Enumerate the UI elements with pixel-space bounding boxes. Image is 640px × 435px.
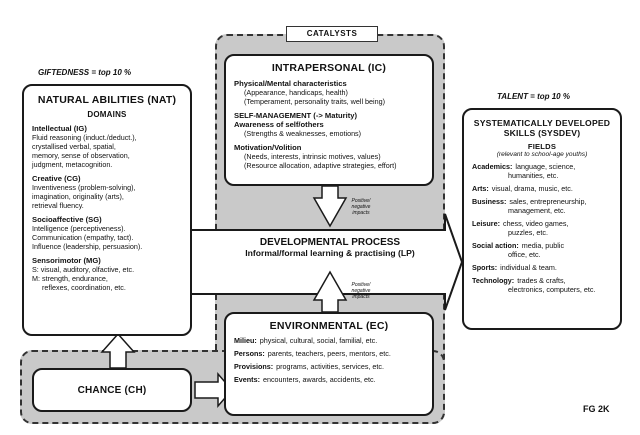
fg-logo: FG 2K [583, 404, 610, 414]
sysdev-item-label: Leisure: [472, 219, 500, 228]
nat-section-heading: Creative (CG) [32, 174, 81, 183]
sysdev-item: Sports:individual & team. [472, 263, 612, 272]
sysdev-item-label: Arts: [472, 184, 489, 193]
sysdev-title-1: SYSTEMATICALLY DEVELOPED [473, 118, 611, 128]
intrapersonal-box: INTRAPERSONAL (IC) Physical/Mental chara… [224, 54, 434, 186]
sysdev-item-label: Social action: [472, 241, 519, 250]
nat-section-line: Intelligence (perceptiveness). [32, 224, 126, 233]
developmental-process-arrow [189, 213, 464, 311]
ec-impacts-arrow [312, 270, 348, 313]
sysdev-item-text: visual, drama, music, etc. [491, 184, 573, 193]
sysdev-item-label: Academics: [472, 162, 513, 171]
sysdev-item-text: chess, video games, [502, 219, 569, 228]
ic-section-heading: Motivation/Volition [234, 143, 302, 152]
sysdev-item-cont: puzzles, etc. [508, 228, 548, 237]
talent-label: TALENT = top 10 % [497, 92, 570, 101]
ec-item: Persons:parents, teachers, peers, mentor… [234, 349, 424, 358]
sysdev-items: Academics:language, science,humanities, … [472, 162, 612, 294]
sysdev-item-cont: office, etc. [508, 250, 541, 259]
ic-sections: Physical/Mental characteristics(Appearan… [234, 79, 424, 170]
sysdev-item-text: sales, entrepreneurship, [509, 197, 587, 206]
nat-section-line: imagination, originality (arts), [32, 192, 124, 201]
nat-section-line: Fluid reasoning (induct./deduct.), [32, 133, 137, 142]
sysdev-item-text: language, science, [515, 162, 576, 171]
sysdev-item: Academics:language, science, [472, 162, 612, 171]
chance-to-nat-arrow [100, 332, 136, 369]
sysdev-fields-label: FIELDS [527, 142, 557, 151]
catalysts-label: CATALYSTS [286, 26, 378, 42]
ic-section-heading: SELF-MANAGEMENT (-> Maturity) [234, 111, 357, 120]
ec-item: Events:encounters, awards, accidents, et… [234, 375, 424, 384]
environmental-box: ENVIRONMENTAL (EC) Milieu:physical, cult… [224, 312, 434, 416]
chance-title: CHANCE (CH) [77, 385, 147, 396]
nat-section-line: judgment, metacognition. [32, 160, 113, 169]
sysdev-item: Technology:trades & crafts, [472, 276, 612, 285]
ec-item-label: Provisions: [234, 362, 274, 371]
sysdev-item: Business:sales, entrepreneurship, [472, 197, 612, 206]
ec-item-text: encounters, awards, accidents, etc. [262, 375, 376, 384]
nat-section-line: Influence (leadership, persuasion). [32, 242, 143, 251]
ec-item-label: Events: [234, 375, 260, 384]
ic-section-line: (Strengths & weaknesses, emotions) [244, 129, 362, 138]
sysdev-box: SYSTEMATICALLY DEVELOPED SKILLS (SYSDEV)… [462, 108, 622, 330]
nat-section-heading: Socioaffective (SG) [32, 215, 102, 224]
nat-section-heading: Intellectual (IG) [32, 124, 87, 133]
nat-section-heading: Sensorimotor (MG) [32, 256, 101, 265]
nat-section-line: retrieval fluency. [32, 201, 84, 210]
nat-section-line: memory, sense of observation, [32, 151, 130, 160]
nat-section-line: S: visual, auditory, olfactive, etc. [32, 265, 135, 274]
nat-title: NATURAL ABILITIES (NAT) [37, 94, 177, 106]
nat-section-line: crystallised verbal, spatial, [32, 142, 116, 151]
giftedness-label: GIFTEDNESS = top 10 % [38, 68, 132, 77]
natural-abilities-box: NATURAL ABILITIES (NAT) DOMAINS Intellec… [22, 84, 192, 336]
ic-impacts-label: Positive/ negative impacts [351, 198, 371, 216]
ec-item-label: Milieu: [234, 336, 257, 345]
sysdev-item-label: Business: [472, 197, 507, 206]
nat-section-line: M: strength, endurance, [32, 274, 108, 283]
sysdev-fields-note: (relevant to school-age youths) [496, 151, 588, 158]
ic-impacts-arrow [312, 185, 348, 228]
lp-subtitle: Informal/formal learning & practising (L… [245, 248, 415, 258]
ic-section-heading: Awareness of self/others [234, 120, 324, 129]
chance-box: CHANCE (CH) [32, 368, 192, 412]
sysdev-item-text: individual & team. [500, 263, 557, 272]
sysdev-item: Arts:visual, drama, music, etc. [472, 184, 612, 193]
sysdev-item-text: media, public [521, 241, 565, 250]
sysdev-item-cont: management, etc. [508, 206, 566, 215]
sysdev-title-2: SKILLS (SYSDEV) [503, 128, 581, 138]
ec-item: Provisions:programs, activities, service… [234, 362, 424, 371]
sysdev-item: Leisure:chess, video games, [472, 219, 612, 228]
ic-title: INTRAPERSONAL (IC) [271, 62, 387, 74]
ec-items: Milieu:physical, cultural, social, famil… [234, 336, 424, 384]
nat-section-line: Communication (empathy, tact). [32, 233, 134, 242]
sysdev-item-text: trades & crafts, [517, 276, 566, 285]
sysdev-item-cont: electronics, computers, etc. [508, 285, 596, 294]
nat-domains-label: DOMAINS [87, 110, 127, 119]
sysdev-item-label: Technology: [472, 276, 515, 285]
ec-item: Milieu:physical, cultural, social, famil… [234, 336, 424, 345]
sysdev-item-cont: humanities, etc. [508, 171, 559, 180]
nat-sections: Intellectual (IG)Fluid reasoning (induct… [32, 124, 182, 292]
ic-section-heading: Physical/Mental characteristics [234, 79, 347, 88]
ec-impacts-label: Positive/ negative impacts [351, 282, 371, 300]
ec-item-text: programs, activities, services, etc. [276, 362, 385, 371]
sysdev-item: Social action:media, public [472, 241, 612, 250]
ic-section-line: (Temperament, personality traits, well b… [244, 97, 386, 106]
nat-section-line: reflexes, coordination, etc. [42, 283, 126, 292]
ec-item-text: parents, teachers, peers, mentors, etc. [267, 349, 391, 358]
ic-section-line: (Appearance, handicaps, health) [244, 88, 348, 97]
sysdev-item-label: Sports: [472, 263, 498, 272]
developmental-process-text: DEVELOPMENTAL PROCESS Informal/formal le… [230, 237, 430, 258]
nat-section-line: Inventiveness (problem-solving), [32, 183, 136, 192]
ec-item-label: Persons: [234, 349, 265, 358]
lp-title: DEVELOPMENTAL PROCESS [259, 237, 401, 248]
ic-section-line: (Resource allocation, adaptive strategie… [244, 161, 397, 170]
ic-section-line: (Needs, interests, intrinsic motives, va… [244, 152, 381, 161]
ec-item-text: physical, cultural, social, familial, et… [259, 336, 378, 345]
ec-title: ENVIRONMENTAL (EC) [269, 320, 389, 332]
